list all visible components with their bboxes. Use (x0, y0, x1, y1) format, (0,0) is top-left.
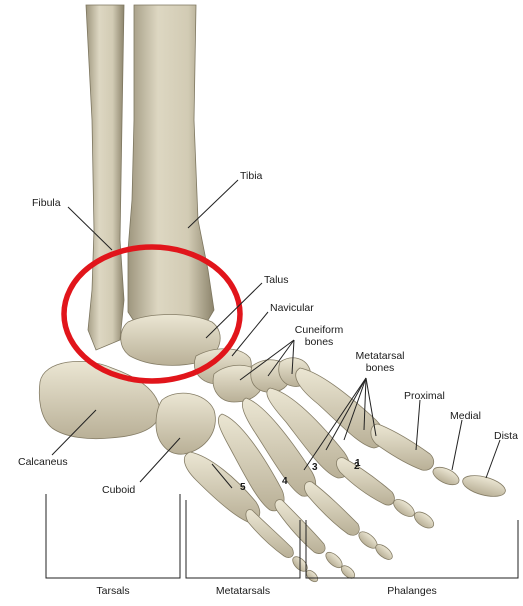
fibula-bone (86, 5, 124, 350)
distal-phalanx (412, 509, 437, 531)
cuboid-bone (156, 393, 215, 454)
medial-label: Medial (450, 410, 481, 422)
fibula-label: Fibula (32, 197, 61, 209)
phalanges-group-label: Phalanges (306, 585, 518, 597)
tibia-bone (128, 5, 214, 330)
proximal-label: Proximal (404, 390, 445, 402)
metatarsal-number-5: 5 (240, 482, 246, 494)
distal-phalanx (460, 472, 507, 501)
cuneiform-label-line1: Cuneiform (292, 324, 346, 336)
calcaneus-bone (39, 361, 160, 438)
cuboid-leader (140, 438, 180, 482)
metatarsal-label-line1: Metatarsal (350, 350, 410, 362)
tibia-label: Tibia (240, 170, 262, 182)
metatarsals-group-label: Metatarsals (186, 585, 300, 597)
metatarsal-label: Metatarsal bones (350, 350, 410, 374)
cuneiform-label-line2: bones (292, 336, 346, 348)
calcaneus-label: Calcaneus (18, 456, 68, 468)
metatarsal-number-3: 3 (312, 462, 318, 474)
navicular-label: Navicular (270, 302, 314, 314)
cuneiform-label: Cuneiform bones (292, 324, 346, 348)
phalanges-bracket (306, 520, 518, 578)
proximal-leader (416, 400, 420, 450)
proximal-phalanx (371, 424, 434, 470)
metatarsal-label-line2: bones (350, 362, 410, 374)
metatarsal-number-2: 2 (354, 461, 360, 473)
middle-phalanx (430, 464, 461, 489)
distal-label: Dista (494, 430, 518, 442)
proximal-phalanx (337, 458, 395, 505)
tarsals-bracket (46, 494, 180, 578)
tarsals-group-label: Tarsals (46, 585, 180, 597)
talus-label: Talus (264, 274, 289, 286)
metatarsal-number-4: 4 (282, 476, 288, 488)
distal-leader (486, 440, 500, 478)
cuboid-label: Cuboid (102, 484, 135, 496)
proximal-phalanx (305, 482, 360, 536)
medial-leader (452, 420, 462, 470)
